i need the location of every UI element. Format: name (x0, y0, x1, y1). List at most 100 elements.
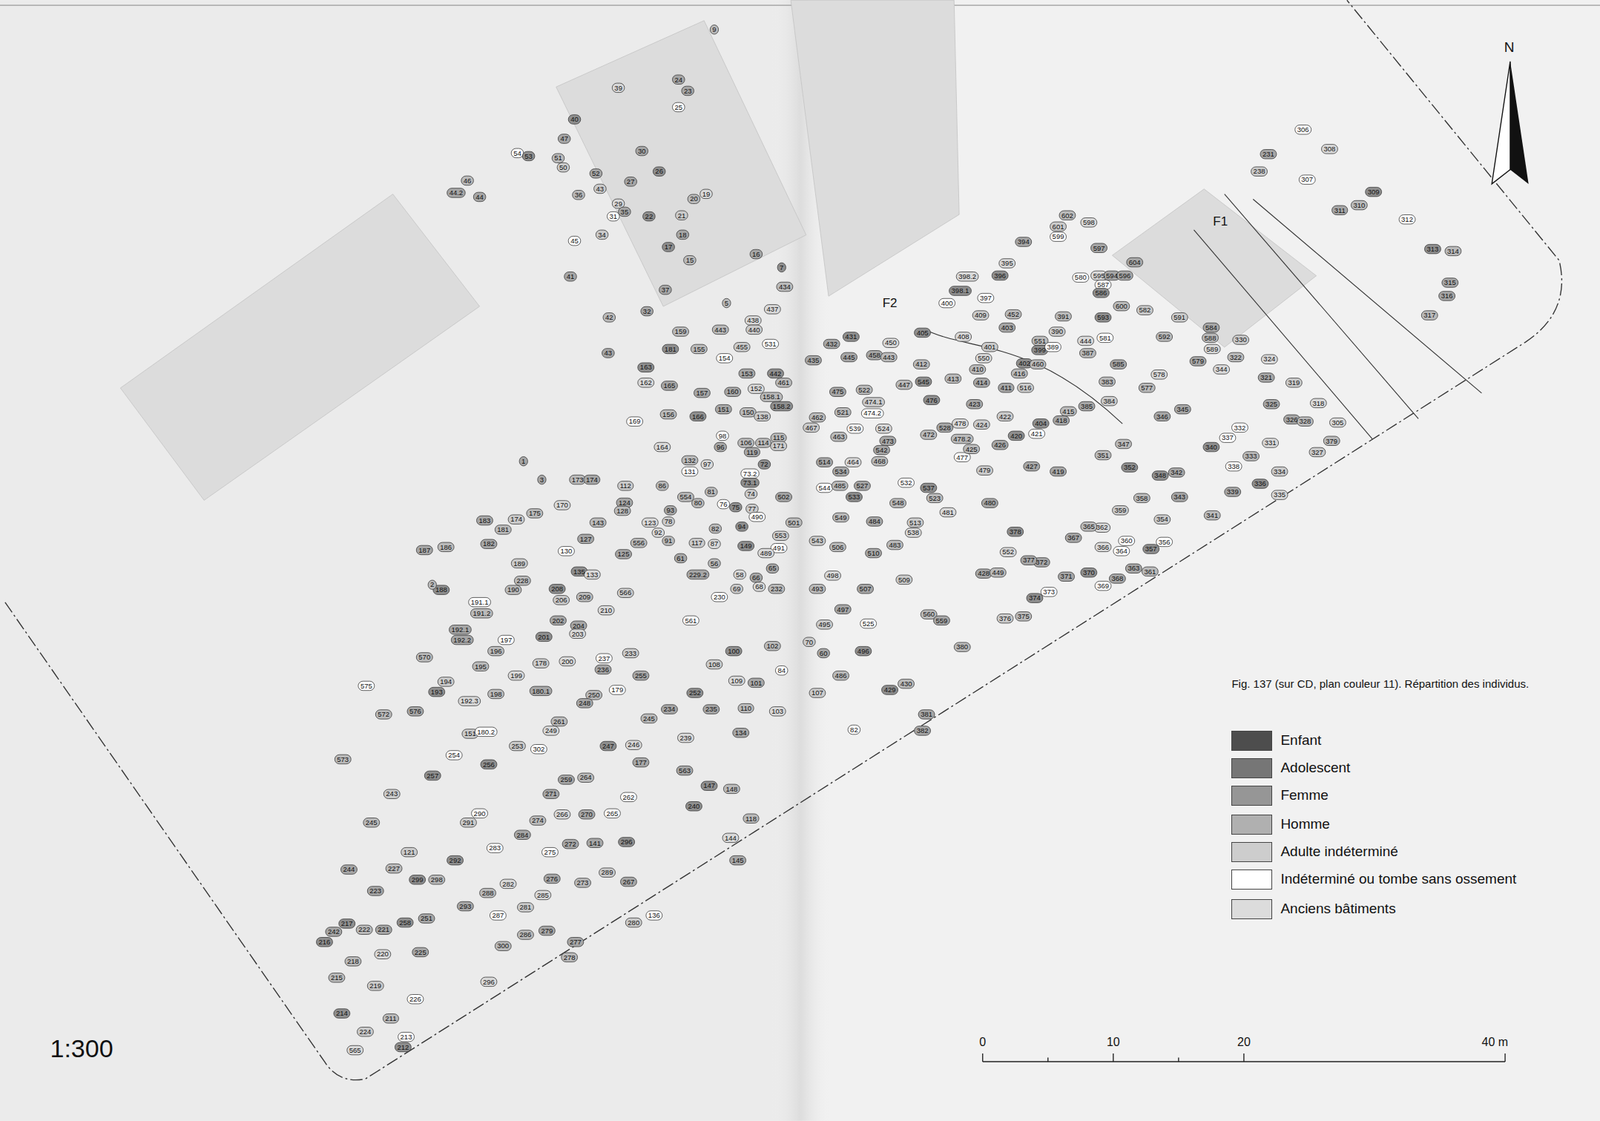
grave-number: 52 (591, 169, 601, 178)
grave-outline (842, 332, 859, 342)
grave-outline (966, 399, 983, 410)
grave-outline (1094, 542, 1112, 552)
grave-number: 262 (622, 793, 635, 802)
grave-outline (418, 913, 435, 924)
scale-value: 0 (979, 1036, 986, 1049)
grave-number: 351 (1097, 451, 1109, 460)
grave-number: 60 (819, 649, 828, 658)
grave-number: 474.2 (863, 409, 882, 417)
grave-number: 579 (1192, 357, 1204, 365)
grave-number: 238 (1253, 167, 1266, 176)
grave-outline (1271, 490, 1288, 500)
grave-number: 330 (1235, 336, 1247, 344)
grave-outline (861, 408, 884, 419)
grave-number: 523 (928, 494, 941, 503)
grave-number: 400 (941, 299, 954, 308)
grave-outline (723, 784, 740, 794)
grave-outline (973, 378, 990, 388)
grave-number: 463 (833, 433, 845, 441)
grave-outline (769, 706, 786, 717)
grave-number: 559 (936, 617, 948, 625)
grave-outline (866, 350, 883, 361)
grave-outline (1171, 492, 1188, 503)
grave-number: 284 (516, 831, 529, 839)
grave-number: 45 (570, 237, 579, 245)
grave-number: 582 (1139, 306, 1152, 314)
grave-outline (700, 189, 713, 199)
grave-outline (730, 584, 744, 595)
grave-outline (447, 188, 466, 199)
grave-number: 365 (1082, 522, 1095, 531)
grave-outline (529, 815, 546, 826)
grave-outline (760, 392, 783, 403)
zone-label: F1 (1212, 215, 1228, 228)
grave-outline (1078, 401, 1095, 411)
grave-number: 24 (675, 76, 684, 84)
grave-number: 601 (1052, 223, 1065, 231)
grave-outline (1174, 404, 1191, 414)
grave-outline (920, 482, 937, 493)
scale-value: 40 m (1482, 1036, 1509, 1049)
grave-number: 286 (519, 930, 532, 939)
grave-number: 81 (707, 488, 716, 496)
grave-outline (976, 465, 994, 476)
grave-outline (687, 194, 701, 204)
grave-number: 91 (664, 537, 673, 545)
grave-outline (749, 249, 763, 259)
grave-outline (428, 580, 437, 590)
grave-number: 516 (1019, 384, 1032, 392)
grave-number: 358 (1135, 494, 1148, 503)
grave-outline (1113, 301, 1130, 311)
grave-number: 498 (827, 571, 839, 580)
grave-outline (1080, 218, 1098, 228)
grave-number: 107 (811, 689, 824, 697)
grave-number: 429 (884, 686, 897, 694)
grave-number: 66 (752, 574, 761, 582)
grave-number: 174 (585, 476, 598, 484)
site-boundary (5, 0, 1563, 1080)
grave-outline (833, 466, 850, 477)
grave-outline (830, 387, 847, 397)
grave-number: 543 (811, 537, 824, 545)
grave-number: 74 (746, 490, 756, 498)
grave-outline (458, 696, 481, 707)
grave-outline (672, 327, 690, 337)
grave-outline (461, 175, 474, 186)
grave-outline (1350, 200, 1368, 210)
grave-outline (407, 994, 424, 1005)
grave-number: 426 (993, 441, 1006, 449)
grave-outline (981, 498, 998, 509)
grave-number: 44.2 (449, 189, 464, 197)
grave-outline (480, 539, 497, 549)
grave-outline (672, 74, 686, 85)
grave-outline (998, 383, 1015, 394)
grave-outline (981, 342, 998, 353)
grave-outline (433, 585, 450, 595)
grave-number: 29 (614, 200, 623, 208)
grave-outline (1227, 352, 1244, 362)
grave-outline (762, 338, 779, 349)
grave-outline (816, 620, 834, 630)
grave-outline (770, 433, 787, 443)
grave-number: 150 (741, 408, 754, 417)
grave-number: 550 (977, 354, 990, 362)
grave-outline (722, 298, 731, 308)
legend-row: Enfant (1231, 730, 1322, 751)
grave-number: 287 (491, 911, 504, 920)
grave-outline (972, 310, 989, 321)
grave-outline (557, 162, 570, 173)
grave-outline (1016, 359, 1033, 369)
grave-outline (637, 378, 655, 388)
grave-number: 246 (627, 741, 640, 749)
grave-number: 425 (965, 445, 978, 454)
grave-outline (615, 549, 632, 560)
grave-number: 186 (439, 543, 452, 552)
grave-number: 194 (439, 677, 452, 686)
grave-outline (1116, 270, 1133, 281)
grave-number: 387 (1082, 349, 1095, 357)
grave-outline (659, 284, 673, 295)
grave-number: 440 (748, 326, 761, 334)
grave-outline (1080, 348, 1097, 359)
grave-number: 544 (818, 484, 831, 492)
grave-number: 123 (643, 519, 656, 527)
